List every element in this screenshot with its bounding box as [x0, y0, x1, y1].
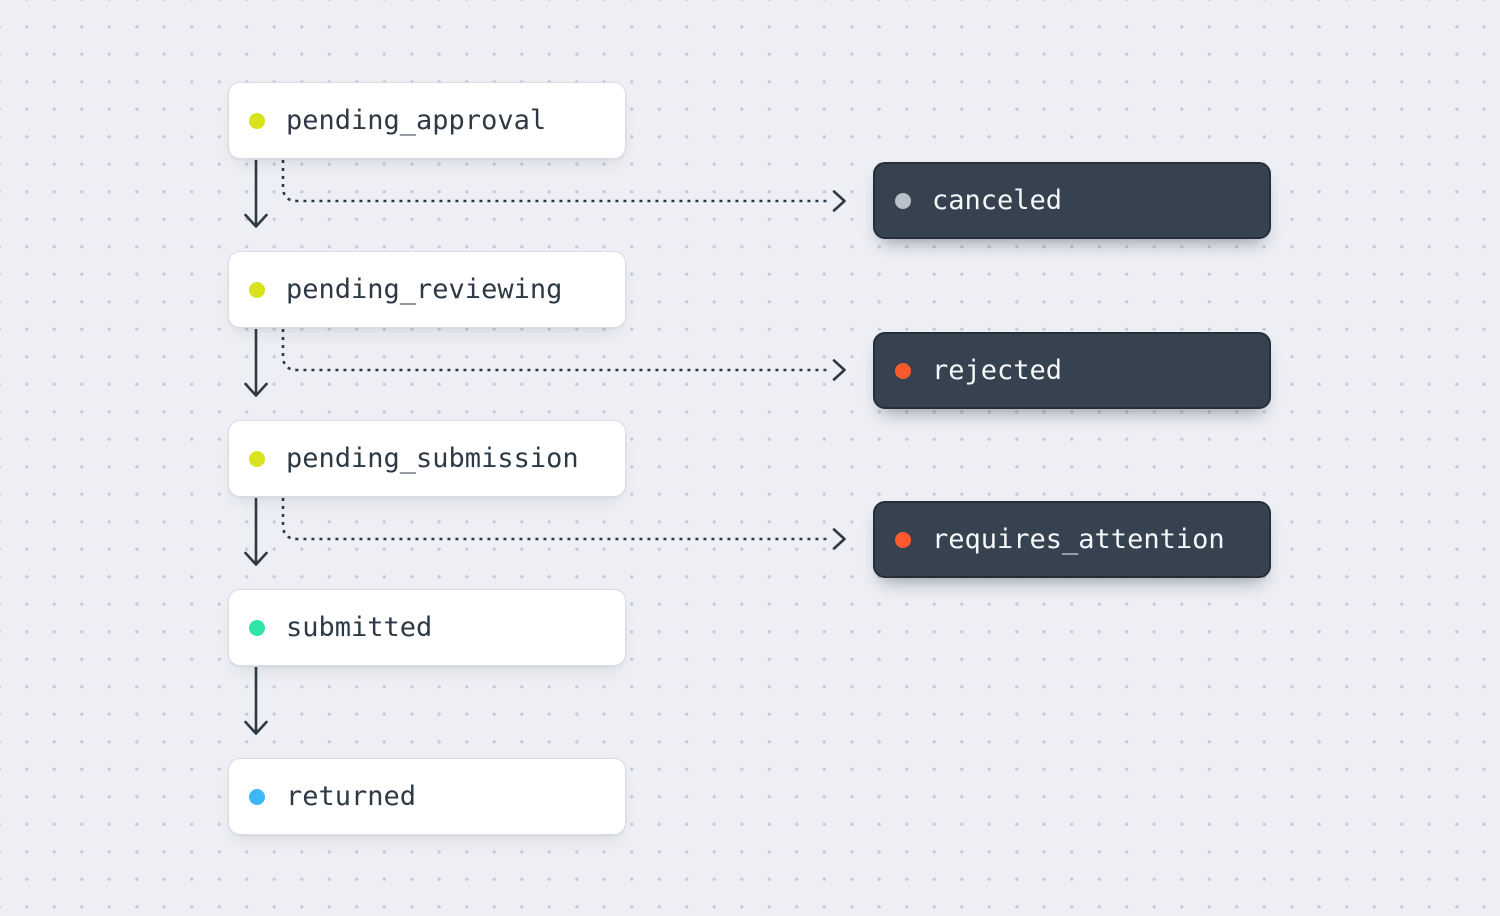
- state-label: pending_approval: [286, 105, 547, 136]
- status-dot: [249, 788, 265, 805]
- state-label: submitted: [286, 612, 433, 643]
- state-label: canceled: [932, 185, 1063, 216]
- state-label: pending_reviewing: [286, 274, 563, 305]
- state-label: pending_submission: [286, 443, 579, 474]
- state-node-canceled[interactable]: canceled: [873, 162, 1271, 239]
- status-dot: [249, 281, 265, 298]
- edge-pending-reviewing--rejected: [281, 329, 846, 381]
- edge-pending-approval--pending-reviewing: [244, 160, 268, 228]
- status-dot: [249, 112, 265, 129]
- status-dot: [895, 192, 911, 209]
- state-node-requires-attention[interactable]: requires_attention: [873, 501, 1271, 578]
- status-dot: [249, 450, 265, 467]
- edge-submitted--returned: [244, 667, 268, 735]
- state-node-pending-approval[interactable]: pending_approval: [228, 82, 626, 159]
- status-dot: [895, 362, 911, 379]
- status-dot: [895, 531, 911, 548]
- arrowhead-right-icon: [832, 528, 846, 550]
- state-node-submitted[interactable]: submitted: [228, 589, 626, 666]
- state-node-rejected[interactable]: rejected: [873, 332, 1271, 409]
- state-node-pending-reviewing[interactable]: pending_reviewing: [228, 251, 626, 328]
- edge-pending-reviewing--pending-submission: [244, 329, 268, 397]
- arrowhead-down-icon: [244, 720, 268, 735]
- arrowhead-down-icon: [244, 213, 268, 228]
- arrowhead-down-icon: [244, 382, 268, 397]
- arrowhead-right-icon: [832, 190, 846, 212]
- arrowhead-right-icon: [832, 359, 846, 381]
- state-label: returned: [286, 781, 417, 812]
- state-node-returned[interactable]: returned: [228, 758, 626, 835]
- arrowhead-down-icon: [244, 551, 268, 566]
- state-label: requires_attention: [932, 524, 1225, 555]
- edge-pending-submission--submitted: [244, 498, 268, 566]
- state-label: rejected: [932, 355, 1063, 386]
- status-dot: [249, 619, 265, 636]
- edge-pending-submission--requires-attention: [281, 498, 846, 550]
- state-node-pending-submission[interactable]: pending_submission: [228, 420, 626, 497]
- edge-pending-approval--canceled: [281, 160, 846, 212]
